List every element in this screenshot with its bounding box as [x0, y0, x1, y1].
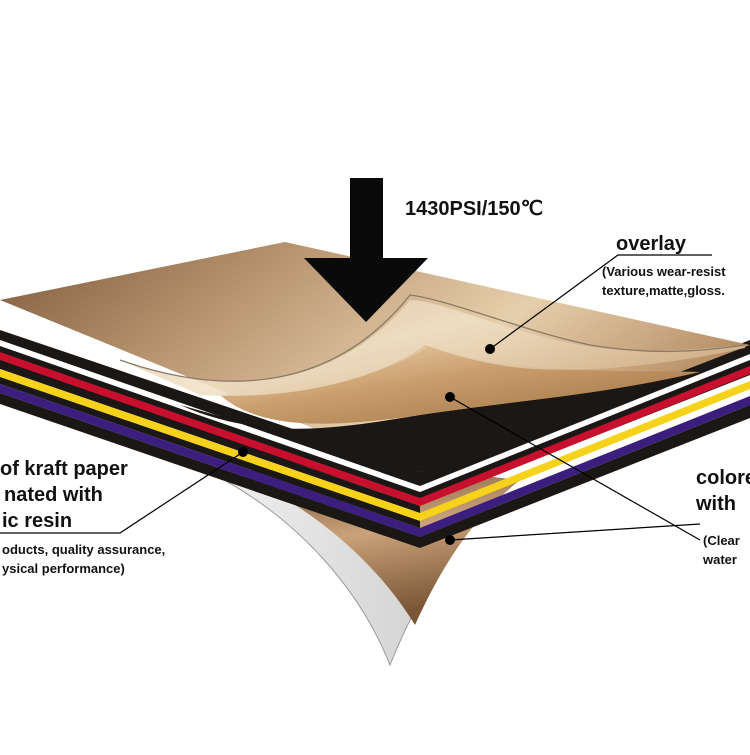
overlay-title: overlay — [616, 233, 687, 255]
pressure-label: 1430PSI/150℃ — [405, 198, 544, 220]
overlay-curl — [120, 300, 745, 396]
overlay-curl-edge — [119, 294, 746, 382]
layer-stripes-left — [0, 330, 420, 548]
colored-title-line-2: with — [696, 493, 736, 515]
kraft-desc-line-2: ysical performance) — [2, 561, 125, 576]
colored-desc-line-2: water — [703, 552, 737, 567]
colored-title-line-1: colore — [696, 467, 750, 489]
pressure-arrow-icon — [304, 178, 428, 322]
overlay-desc-line-2: texture,matte,gloss. — [602, 283, 725, 298]
overlay-desc-line-1: (Various wear-resist — [602, 264, 726, 279]
kraft-title-line-2: nated with — [4, 484, 103, 506]
kraft-title-line-1: of kraft paper — [0, 458, 128, 480]
decor-paper-curl — [220, 345, 700, 424]
colored-desc-line-1: (Clear — [703, 533, 740, 548]
kraft-title-line-3: ic resin — [2, 510, 73, 532]
kraft-desc-line-1: oducts, quality assurance, — [2, 542, 166, 557]
callout-lines — [0, 254, 712, 541]
callout-dots — [238, 344, 495, 545]
black-core-exposed — [180, 372, 700, 472]
